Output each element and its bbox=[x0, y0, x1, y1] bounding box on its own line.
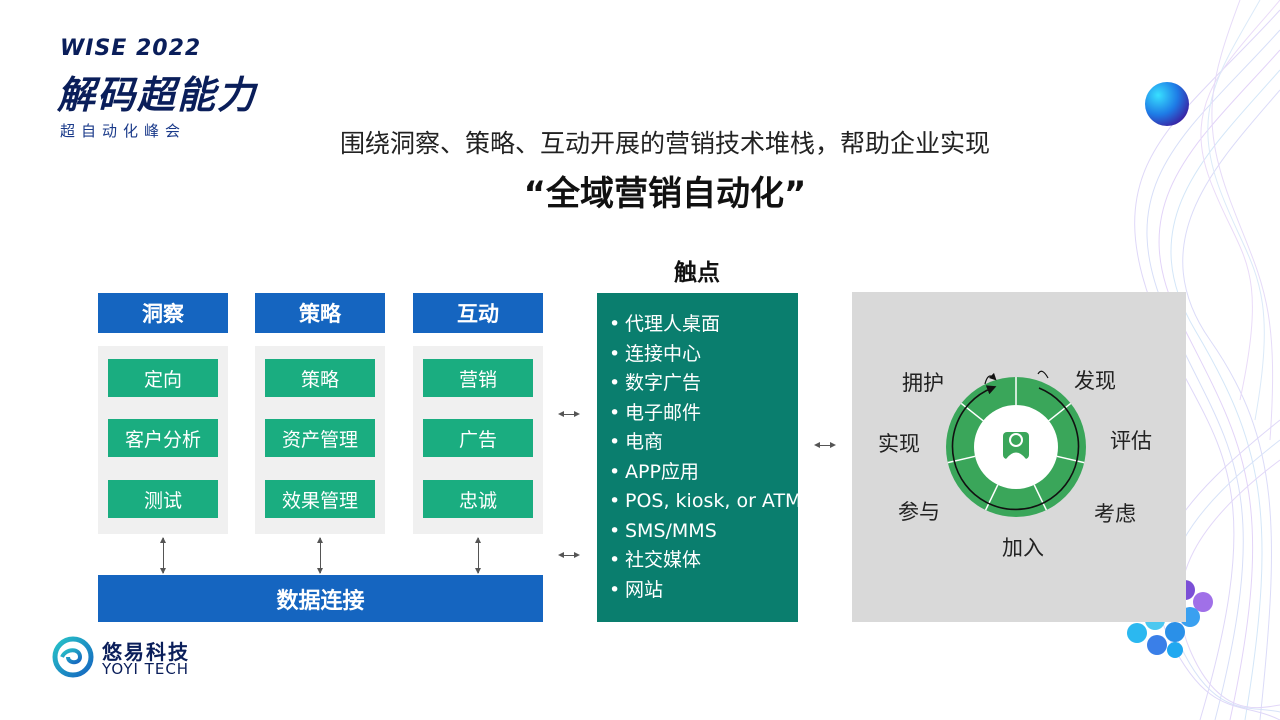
headline-line1: 围绕洞察、策略、互动开展的营销技术堆栈，帮助企业实现 bbox=[339, 129, 990, 158]
column-body-engagement: 营销 广告 忠诚 bbox=[413, 346, 543, 534]
double-arrow-horizontal bbox=[558, 411, 580, 417]
list-item: •网站 bbox=[609, 578, 664, 601]
headline-line2: “全域营销自动化” bbox=[523, 174, 807, 214]
double-arrow-horizontal bbox=[558, 552, 580, 558]
double-arrow-vertical bbox=[317, 537, 323, 574]
column-header-insight: 洞察 bbox=[98, 293, 228, 333]
column-body-strategy: 策略 资产管理 效果管理 bbox=[255, 346, 385, 534]
item-box: 资产管理 bbox=[265, 419, 375, 457]
double-arrow-vertical bbox=[160, 537, 166, 574]
user-icon bbox=[1003, 432, 1029, 459]
touchpoints-list: •代理人桌面 •连接中心 •数字广告 •电子邮件 •电商 •APP应用 •POS… bbox=[597, 293, 802, 605]
event-main-title: 解码超能力 bbox=[57, 73, 258, 117]
journey-cycle-diagram bbox=[946, 370, 1086, 517]
item-box: 广告 bbox=[423, 419, 533, 457]
touchpoints-title: 触点 bbox=[674, 260, 720, 286]
decorative-sphere bbox=[1145, 82, 1189, 126]
item-box: 策略 bbox=[265, 359, 375, 397]
list-item: •代理人桌面 bbox=[609, 313, 721, 335]
list-item: •电子邮件 bbox=[609, 401, 702, 424]
stage-discover: 发现 bbox=[1074, 369, 1116, 393]
column-header-strategy: 策略 bbox=[255, 293, 385, 333]
stage-consider: 考虑 bbox=[1094, 502, 1136, 526]
item-box: 定向 bbox=[108, 359, 218, 397]
stage-engage: 参与 bbox=[898, 500, 940, 524]
item-box: 营销 bbox=[423, 359, 533, 397]
list-item: •连接中心 bbox=[609, 342, 702, 365]
list-item: •SMS/MMS bbox=[609, 519, 717, 542]
event-subtitle: 超自动化峰会 bbox=[60, 122, 187, 140]
stage-evaluate: 评估 bbox=[1110, 429, 1152, 453]
stage-advocate: 拥护 bbox=[902, 371, 944, 395]
stage-join: 加入 bbox=[1002, 536, 1044, 560]
double-arrow-horizontal bbox=[814, 442, 836, 448]
company-name-cn: 悠易科技 bbox=[102, 640, 190, 664]
list-item: •APP应用 bbox=[609, 460, 699, 483]
column-body-insight: 定向 客户分析 测试 bbox=[98, 346, 228, 534]
customer-journey-panel: 发现 评估 考虑 加入 参与 实现 拥护 bbox=[852, 292, 1186, 622]
stage-realize: 实现 bbox=[878, 432, 920, 456]
list-item: •电商 bbox=[609, 431, 664, 453]
item-box: 测试 bbox=[108, 480, 218, 518]
list-item: •数字广告 bbox=[609, 372, 702, 394]
event-title: WISE 2022 bbox=[60, 36, 202, 61]
double-arrow-vertical bbox=[475, 537, 481, 574]
yoyi-logo-icon bbox=[52, 636, 94, 678]
item-box: 忠诚 bbox=[423, 480, 533, 518]
list-item: •POS, kiosk, or ATM bbox=[609, 490, 802, 512]
touchpoints-panel: •代理人桌面 •连接中心 •数字广告 •电子邮件 •电商 •APP应用 •POS… bbox=[597, 293, 802, 622]
column-header-engagement: 互动 bbox=[413, 293, 543, 333]
list-item: •社交媒体 bbox=[609, 549, 702, 571]
company-name-en: YOYI TECH bbox=[102, 660, 190, 678]
item-box: 效果管理 bbox=[265, 480, 375, 518]
data-connection-bar: 数据连接 bbox=[98, 575, 543, 622]
item-box: 客户分析 bbox=[108, 419, 218, 457]
